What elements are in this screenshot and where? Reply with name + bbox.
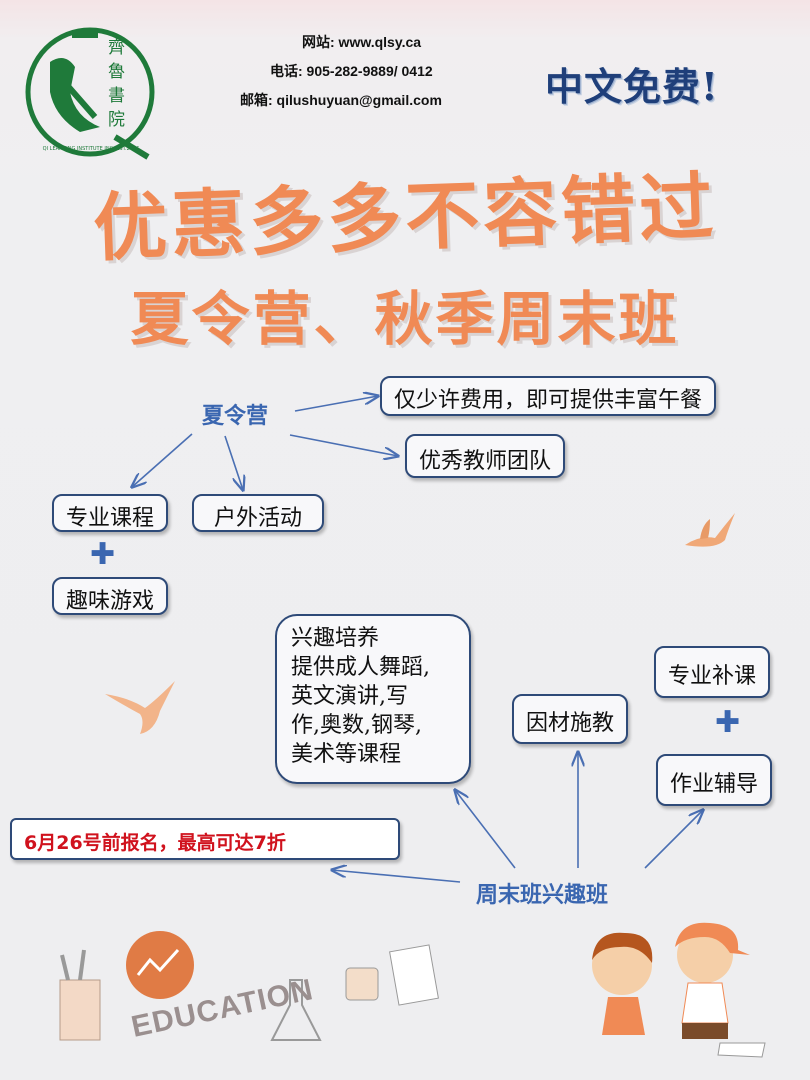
email-text: 邮箱: qilushuyuan@gmail.com — [240, 92, 442, 108]
logo-name: 齊魯書院 — [108, 38, 125, 130]
interest-line: 兴趣培养 — [291, 626, 380, 651]
contact-info: 网站: www.qlsy.ca 电话: 905-282-9889/ 0412 邮… — [240, 28, 500, 115]
individual-teaching-box: 因材施教 — [512, 694, 629, 744]
tutoring-box: 专业补课 — [654, 646, 771, 698]
free-chinese-badge: 中文免费! — [545, 64, 719, 109]
summer-camp-hub: 夏令营 — [202, 404, 269, 429]
website-text: 网站: www.qlsy.ca — [302, 34, 422, 50]
education-illustration-icon — [59, 931, 439, 1041]
outdoor-box: 户外活动 — [192, 494, 325, 532]
games-box: 趣味游戏 — [52, 577, 169, 615]
interest-line: 英文演讲,写 — [291, 684, 408, 709]
phone-text: 电话: 905-282-9889/ 0412 — [270, 63, 433, 79]
courses-box: 专业课程 — [52, 494, 169, 532]
interest-line: 提供成人舞蹈, — [291, 655, 430, 680]
kids-illustration-icon — [592, 922, 766, 1058]
logo-ring-text: QI LEARNING INSTITUTE INC. EST.2006 — [42, 146, 140, 152]
bird-icon — [105, 681, 175, 734]
logo: 齊魯書院 QI LEARNING INSTITUTE INC. EST.2006 — [20, 22, 160, 162]
plus-icon: ✚ — [90, 537, 116, 572]
headline-sub: 夏令营、秋季周末班 — [130, 285, 680, 353]
weekend-class-hub: 周末班兴趣班 — [476, 883, 609, 908]
education-decoration: EDUCATION — [50, 920, 470, 1060]
homework-box: 作业辅导 — [656, 754, 773, 806]
interest-line: 美术等课程 — [291, 742, 402, 767]
bird-icon — [685, 513, 735, 547]
lunch-box: 仅少许费用，即可提供丰富午餐 — [380, 376, 717, 416]
teachers-box: 优秀教师团队 — [405, 434, 566, 478]
interest-box: 兴趣培养 提供成人舞蹈, 英文演讲,写 作,奥数,钢琴, 美术等课程 — [275, 614, 471, 784]
plus-icon: ✚ — [715, 705, 741, 740]
early-registration-promo: 6月26号前报名，最高可达7折 — [10, 818, 400, 860]
logo-emblem-icon — [25, 27, 155, 160]
interest-line: 作,奥数,钢琴, — [291, 713, 422, 738]
